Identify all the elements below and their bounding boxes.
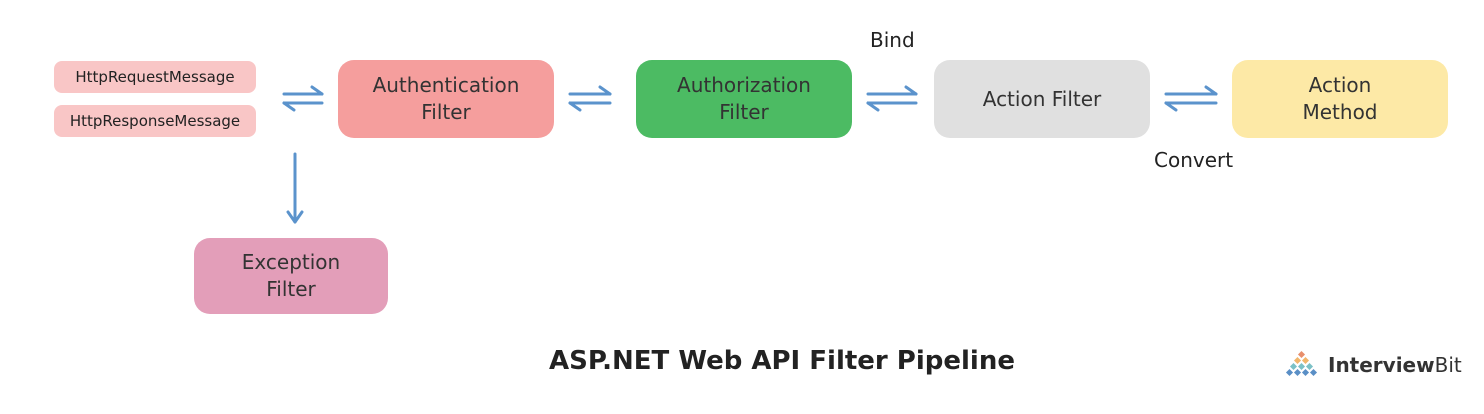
down-arrow-icon <box>286 152 304 224</box>
exception-filter-line2: Filter <box>266 277 316 301</box>
action-filter-label: Action Filter <box>982 86 1102 111</box>
action-method-line2: Method <box>1302 100 1378 124</box>
exception-filter-box: Exception Filter <box>194 238 388 314</box>
brand-name: InterviewBit <box>1328 353 1462 377</box>
brand-name-bold: Interview <box>1328 353 1435 377</box>
authorization-filter-line1: Authorization <box>677 73 811 97</box>
exception-filter-line1: Exception <box>241 250 341 274</box>
brand-name-light: Bit <box>1434 353 1462 377</box>
http-response-message: HttpResponseMessage <box>54 105 256 137</box>
authentication-filter-box: Authentication Filter <box>338 60 554 138</box>
bind-label: Bind <box>870 28 915 52</box>
authentication-filter-line1: Authentication <box>372 73 520 97</box>
convert-label: Convert <box>1154 148 1234 172</box>
action-filter-box: Action Filter <box>934 60 1150 138</box>
action-method-box: Action Method <box>1232 60 1448 138</box>
http-request-message: HttpRequestMessage <box>54 61 256 93</box>
authorization-filter-line2: Filter <box>719 100 769 124</box>
exchange-arrow-icon <box>568 85 612 112</box>
http-response-message-label: HttpResponseMessage <box>69 112 241 130</box>
authorization-filter-box: Authorization Filter <box>636 60 852 138</box>
pyramid-logo-icon <box>1285 350 1318 377</box>
http-request-message-label: HttpRequestMessage <box>75 68 235 86</box>
interviewbit-logo: InterviewBit <box>1280 348 1462 382</box>
exchange-arrow-icon <box>1164 85 1218 112</box>
diagram-caption: ASP.NET Web API Filter Pipeline <box>549 346 1015 376</box>
exchange-arrow-icon <box>282 85 324 112</box>
action-method-line1: Action <box>1308 73 1372 97</box>
authentication-filter-line2: Filter <box>421 100 471 124</box>
exchange-arrow-icon <box>866 85 918 112</box>
